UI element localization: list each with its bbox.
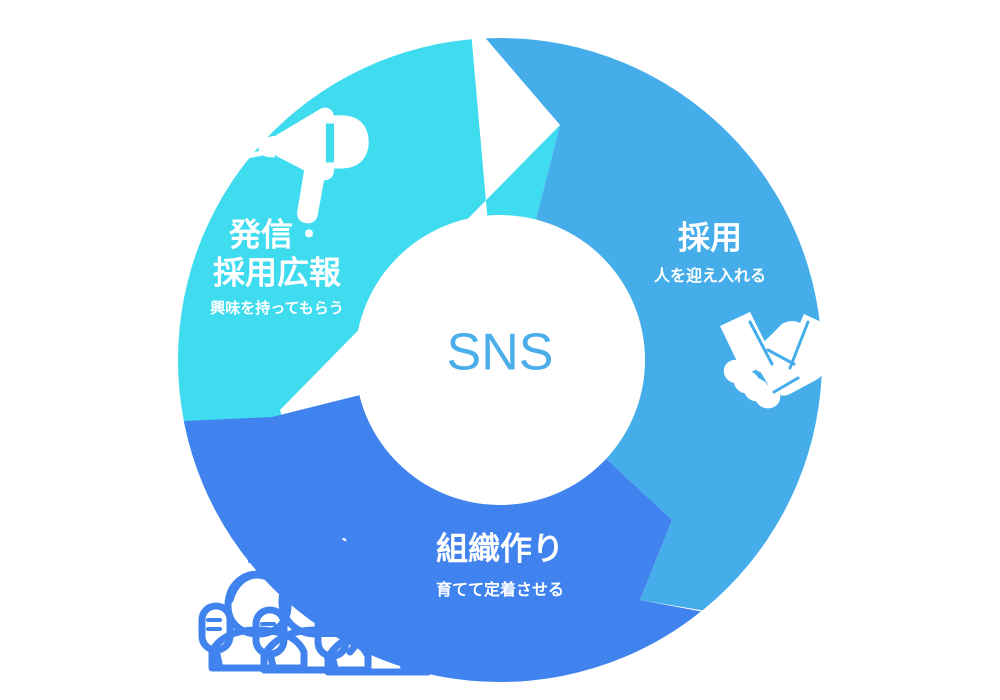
handshake-icon <box>720 312 834 409</box>
megaphone-icon <box>229 98 369 224</box>
center-hole <box>355 215 645 505</box>
segment-recruit-subtitle: 人を迎え入れる <box>654 266 766 285</box>
segment-branding-title-line1: 発信・ <box>228 216 325 252</box>
people-cheering-icon <box>198 538 432 676</box>
segment-recruit-title: 採用 <box>678 219 742 255</box>
segment-organization-subtitle: 育てて定着させる <box>436 580 564 599</box>
segment-branding-title-line2: 採用広報 <box>213 254 341 290</box>
segment-organization-title: 組織作り <box>436 530 564 566</box>
center-label: SNS <box>447 324 554 382</box>
segment-branding-subtitle: 興味を持ってもらう <box>210 299 344 317</box>
segment-organization[interactable] <box>120 360 880 700</box>
